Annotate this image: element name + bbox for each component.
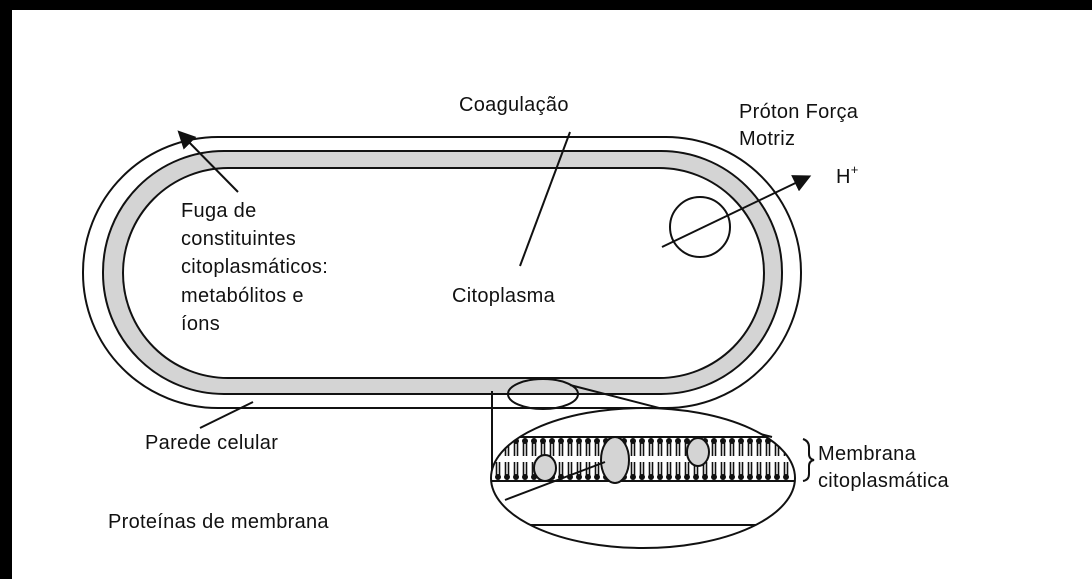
label-proton-line2: Motriz [739, 128, 795, 150]
label-proton-line1: Próton Força [739, 101, 859, 123]
label-coagulacao: Coagulação [459, 94, 569, 116]
label-h-base: H [836, 166, 851, 188]
label-fuga-line5: íons [181, 313, 220, 335]
proton-pore-circle [670, 197, 730, 257]
label-membrana-line1: Membrana [818, 443, 917, 465]
label-h-ion: H+ [836, 162, 859, 188]
diagram-frame: Coagulação Próton Força Motriz H+ Fuga d… [12, 10, 1092, 579]
label-membrana-line2: citoplasmática [818, 470, 949, 492]
membrane-protein-lower [534, 455, 556, 481]
lipid-head-upper [504, 438, 510, 444]
label-citoplasma: Citoplasma [452, 285, 556, 307]
membrane-zoom [480, 408, 800, 548]
label-fuga-line2: constituintes [181, 228, 296, 250]
label-fuga-line4: metabólitos e [181, 285, 304, 307]
label-proteinas: Proteínas de membrana [108, 511, 329, 533]
label-fuga-line1: Fuga de [181, 200, 257, 222]
membrane-protein-upper [687, 438, 709, 466]
bacterial-cell-diagram: Coagulação Próton Força Motriz H+ Fuga d… [12, 10, 1092, 579]
lipid-head-upper [495, 438, 501, 444]
membrane-protein-large [601, 437, 629, 483]
label-fuga-line3: citoplasmáticos: [181, 256, 328, 278]
label-h-superscript: + [851, 162, 859, 177]
label-parede-celular: Parede celular [145, 432, 278, 454]
membrane-brace [803, 439, 814, 481]
lipid-head-upper [783, 438, 789, 444]
